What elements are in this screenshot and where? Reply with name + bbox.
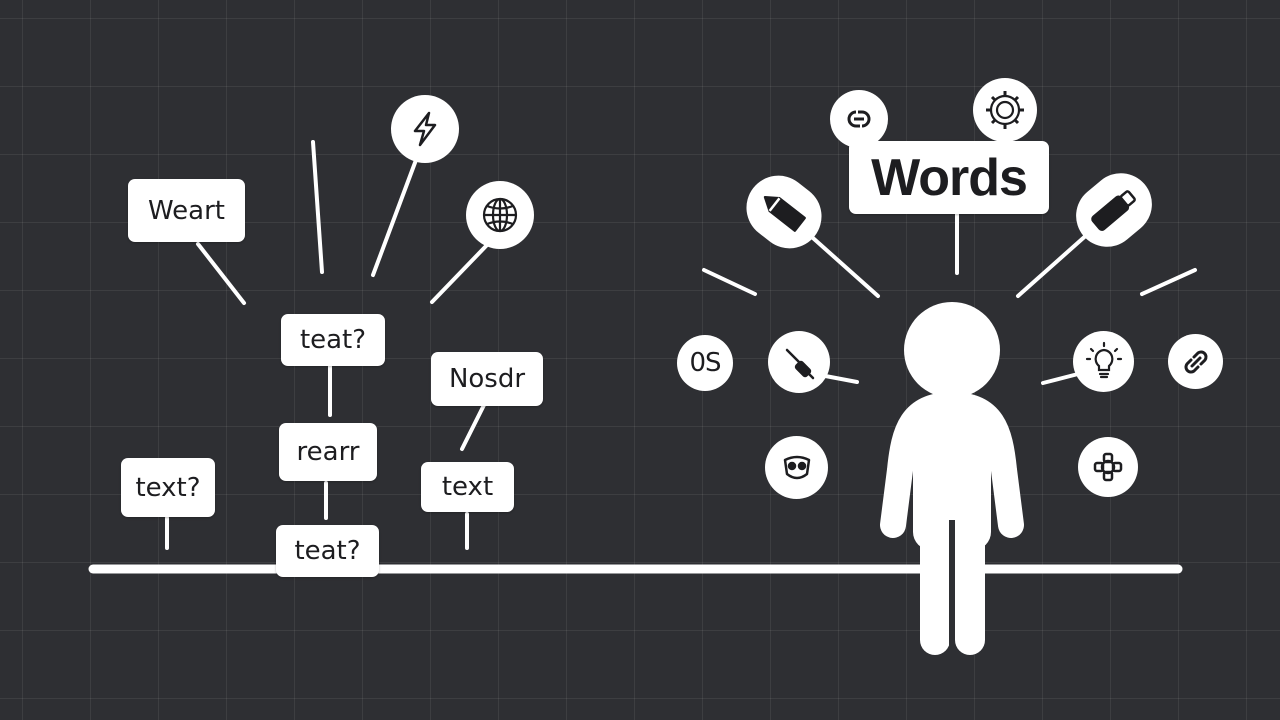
- connector-line: [460, 403, 486, 451]
- link-icon: [830, 90, 888, 148]
- label-rearr: rearr: [279, 423, 377, 481]
- label-words: Words: [849, 141, 1049, 214]
- connector-line: [1041, 372, 1080, 385]
- person-icon: [880, 302, 1024, 655]
- label-teat-bottom: teat?: [276, 525, 379, 577]
- mask-icon: [765, 436, 828, 499]
- chain-icon: [1168, 334, 1223, 389]
- gamepad-icon: [1078, 437, 1138, 497]
- os-badge: 0S: [677, 335, 733, 391]
- label-weart: Weart: [128, 179, 245, 242]
- lightbulb-icon: [1073, 331, 1134, 392]
- connector-line: [430, 243, 489, 304]
- marker-icon: [1063, 160, 1165, 260]
- lightning-icon: [391, 95, 459, 163]
- connector-line: [371, 158, 418, 277]
- connector-line: [311, 140, 324, 274]
- pen-icon: [733, 162, 835, 262]
- label-text-q: text?: [121, 458, 215, 517]
- label-teat-top: teat?: [281, 314, 385, 366]
- connector-line: [1016, 230, 1092, 298]
- connector-line: [196, 242, 246, 305]
- brush-icon: [768, 331, 830, 393]
- label-nosdr: Nosdr: [431, 352, 543, 406]
- globe-icon: [466, 181, 534, 249]
- connector-line: [702, 268, 757, 296]
- connector-line: [1140, 268, 1197, 296]
- label-text: text: [421, 462, 514, 512]
- gear-icon: [973, 78, 1037, 142]
- connector-line: [802, 228, 880, 298]
